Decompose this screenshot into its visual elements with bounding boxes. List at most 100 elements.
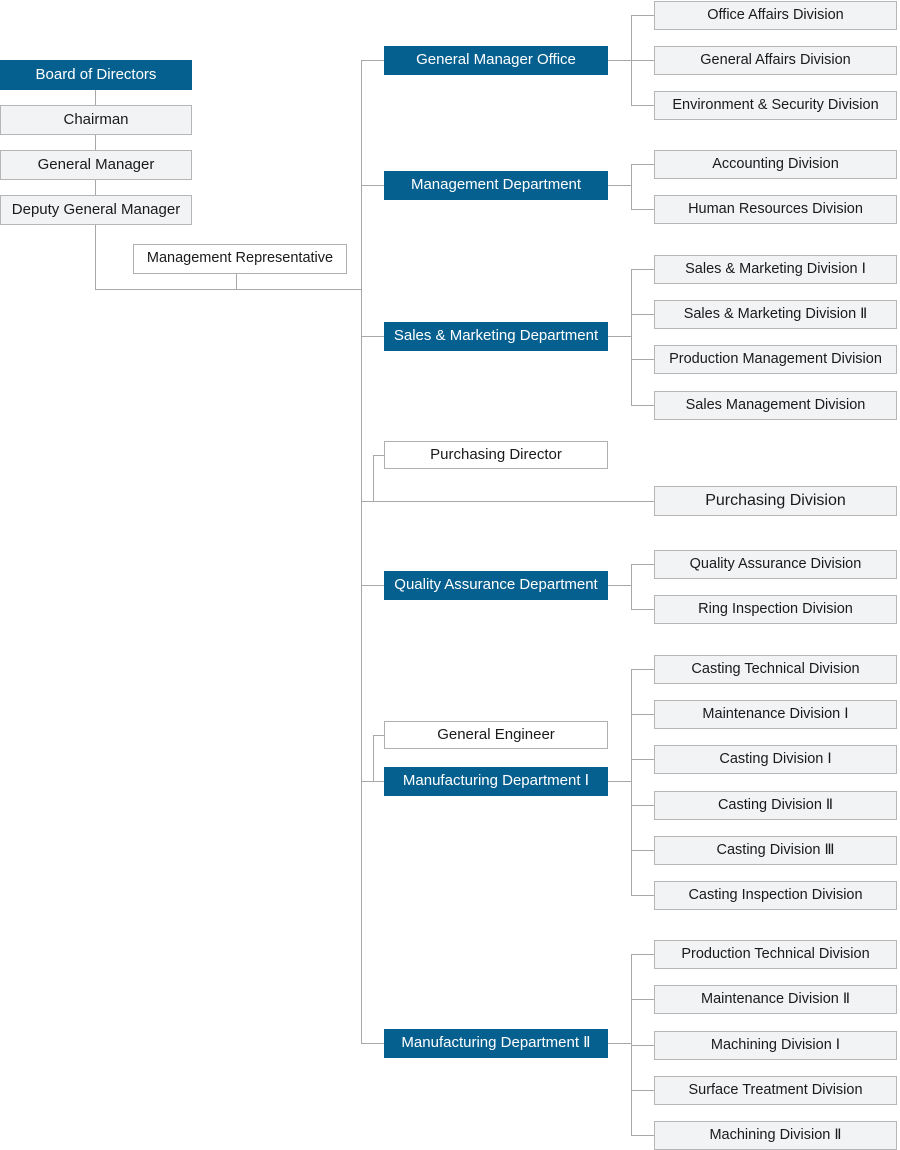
node-production-management-division[interactable]: Production Management Division	[654, 345, 897, 374]
node-general-manager[interactable]: General Manager	[0, 150, 192, 180]
node-casting-technical-division[interactable]: Casting Technical Division	[654, 655, 897, 684]
trunk-stub-gm-office	[361, 60, 385, 61]
node-label: Purchasing Director	[430, 445, 562, 463]
node-accounting-division[interactable]: Accounting Division	[654, 150, 897, 179]
node-label: General Manager	[37, 155, 155, 173]
node-environment-security-division[interactable]: Environment & Security Division	[654, 91, 897, 120]
node-general-affairs-division[interactable]: General Affairs Division	[654, 46, 897, 75]
node-label: Sales Management Division	[685, 396, 866, 413]
node-maintenance-division-1[interactable]: Maintenance Division Ⅰ	[654, 700, 897, 729]
connector-mfg2-div-4	[631, 1090, 655, 1091]
connector-mfg1-div-5	[631, 850, 655, 851]
connector-dgm-to-trunk	[95, 289, 361, 290]
node-label: Casting Inspection Division	[688, 886, 863, 903]
node-label: Casting Division Ⅲ	[716, 841, 835, 858]
connector-qa-div-2	[631, 609, 655, 610]
node-label: Accounting Division	[712, 155, 839, 172]
connector-mfg2-div-2	[631, 999, 655, 1000]
node-label: General Affairs Division	[700, 51, 851, 68]
connector-sales-spine	[631, 269, 632, 406]
node-casting-division-3[interactable]: Casting Division Ⅲ	[654, 836, 897, 865]
node-machining-division-2[interactable]: Machining Division Ⅱ	[654, 1121, 897, 1150]
connector-mfg1-div-1	[631, 669, 655, 670]
node-label: General Engineer	[437, 725, 555, 743]
node-general-engineer[interactable]: General Engineer	[384, 721, 608, 749]
node-machining-division-1[interactable]: Machining Division Ⅰ	[654, 1031, 897, 1060]
node-human-resources-division[interactable]: Human Resources Division	[654, 195, 897, 224]
trunk-stub-purchasing	[361, 501, 373, 502]
node-label: Maintenance Division Ⅰ	[702, 705, 849, 722]
node-casting-division-1[interactable]: Casting Division Ⅰ	[654, 745, 897, 774]
node-label: Office Affairs Division	[707, 6, 844, 23]
node-label: Machining Division Ⅰ	[710, 1036, 841, 1053]
node-management-representative[interactable]: Management Representative	[133, 244, 347, 274]
connector-mfg1-div-4	[631, 805, 655, 806]
node-label: Production Management Division	[669, 350, 882, 367]
connector-mfg2-div-3	[631, 1045, 655, 1046]
node-sales-marketing-division-2[interactable]: Sales & Marketing Division Ⅱ	[654, 300, 897, 329]
connector-purchasing-director	[373, 455, 385, 456]
node-manufacturing-department-1[interactable]: Manufacturing Department Ⅰ	[384, 767, 608, 796]
connector-gmo-div-3	[631, 105, 655, 106]
node-maintenance-division-2[interactable]: Maintenance Division Ⅱ	[654, 985, 897, 1014]
node-label: Casting Division Ⅰ	[719, 750, 832, 767]
node-management-department[interactable]: Management Department	[384, 171, 608, 200]
node-chairman[interactable]: Chairman	[0, 105, 192, 135]
node-casting-inspection-division[interactable]: Casting Inspection Division	[654, 881, 897, 910]
connector-mgmt-spine	[631, 164, 632, 210]
node-quality-assurance-division[interactable]: Quality Assurance Division	[654, 550, 897, 579]
node-label: Sales & Marketing Division Ⅱ	[683, 305, 868, 322]
node-label: Casting Technical Division	[691, 660, 860, 677]
node-board-of-directors[interactable]: Board of Directors	[0, 60, 192, 90]
node-sales-marketing-division-1[interactable]: Sales & Marketing Division Ⅰ	[654, 255, 897, 284]
connector-gm-to-dgm	[95, 180, 96, 196]
node-label: Management Department	[410, 176, 582, 194]
node-casting-division-2[interactable]: Casting Division Ⅱ	[654, 791, 897, 820]
node-label: Maintenance Division Ⅱ	[701, 990, 850, 1007]
node-label: Surface Treatment Division	[688, 1081, 863, 1098]
connector-qa-out	[608, 585, 631, 586]
node-general-manager-office[interactable]: General Manager Office	[384, 46, 608, 75]
connector-mgmt-div-2	[631, 209, 655, 210]
connector-dgm-drop	[95, 225, 96, 289]
node-deputy-general-manager[interactable]: Deputy General Manager	[0, 195, 192, 225]
node-production-technical-division[interactable]: Production Technical Division	[654, 940, 897, 969]
node-label: Environment & Security Division	[672, 96, 879, 113]
connector-sales-div-2	[631, 314, 655, 315]
node-label: Ring Inspection Division	[698, 600, 853, 617]
node-label: Human Resources Division	[688, 200, 863, 217]
connector-sales-out	[608, 336, 631, 337]
node-label: Casting Division Ⅱ	[717, 796, 834, 813]
connector-gmo-div-2	[631, 60, 655, 61]
node-sales-marketing-department[interactable]: Sales & Marketing Department	[384, 322, 608, 351]
node-quality-assurance-department[interactable]: Quality Assurance Department	[384, 571, 608, 600]
node-purchasing-division[interactable]: Purchasing Division	[654, 486, 897, 516]
connector-qa-spine	[631, 564, 632, 610]
connector-purchasing-division	[373, 501, 655, 502]
node-label: Manufacturing Department Ⅰ	[402, 772, 590, 790]
connector-mfg1-div-3	[631, 759, 655, 760]
main-trunk-line	[361, 60, 362, 1044]
node-office-affairs-division[interactable]: Office Affairs Division	[654, 1, 897, 30]
connector-mfg1-div-6	[631, 895, 655, 896]
node-manufacturing-department-2[interactable]: Manufacturing Department Ⅱ	[384, 1029, 608, 1058]
connector-sales-div-3	[631, 359, 655, 360]
trunk-stub-quality	[361, 585, 385, 586]
node-purchasing-director[interactable]: Purchasing Director	[384, 441, 608, 469]
connector-board-to-chairman	[95, 90, 96, 106]
node-surface-treatment-division[interactable]: Surface Treatment Division	[654, 1076, 897, 1105]
connector-mfg1-out	[608, 781, 631, 782]
node-ring-inspection-division[interactable]: Ring Inspection Division	[654, 595, 897, 624]
connector-mgmt-rep-stub	[236, 273, 237, 290]
connector-mfg2-out	[608, 1043, 631, 1044]
node-sales-management-division[interactable]: Sales Management Division	[654, 391, 897, 420]
connector-mfg2-div-5	[631, 1135, 655, 1136]
connector-qa-div-1	[631, 564, 655, 565]
connector-mfg2-div-1	[631, 954, 655, 955]
node-label: Quality Assurance Department	[394, 576, 598, 594]
node-label: Sales & Marketing Department	[393, 327, 599, 345]
purchasing-riser	[373, 455, 374, 502]
node-label: Board of Directors	[35, 65, 157, 83]
connector-mfg1-spine	[631, 669, 632, 896]
